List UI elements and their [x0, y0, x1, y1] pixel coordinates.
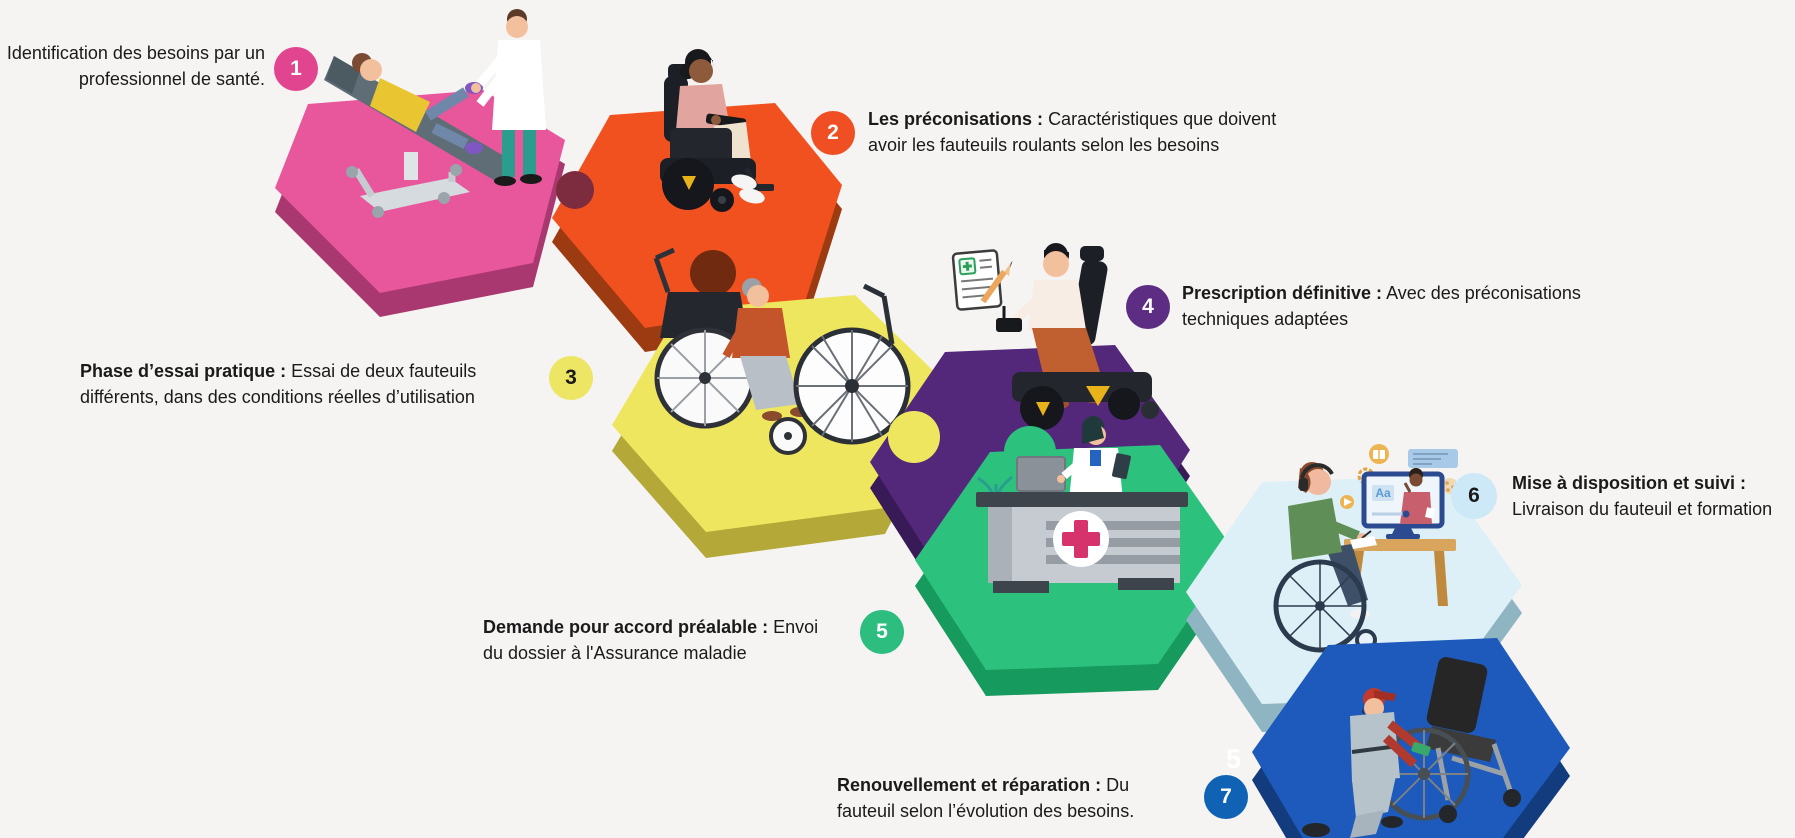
- step5-illustration-medical-desk: [976, 416, 1188, 593]
- step7-illustration-repair: [1302, 657, 1521, 838]
- step-5-label: Demande pour accord préalable : Envoi du…: [483, 614, 828, 666]
- step-3-title: Phase d’essai pratique :: [80, 361, 287, 381]
- step-5-text: Envoi du dossier à l'Assurance maladie: [483, 617, 819, 663]
- step-1-label: Identification des besoins par un profes…: [0, 40, 265, 92]
- prescription-document-icon: [951, 249, 1013, 311]
- step-3-badge: 3: [549, 356, 593, 400]
- step1-illustration-exam-table: [324, 9, 546, 218]
- step6-illustration-training: Aa: [1273, 444, 1458, 653]
- step-6-label: Mise à disposition et suivi : Livraison …: [1512, 470, 1774, 522]
- step-6-badge: 6: [1451, 473, 1497, 519]
- stray-number-artifact: 5: [1226, 744, 1242, 774]
- step-3-label: Phase d’essai pratique : Essai de deux f…: [80, 358, 520, 410]
- hexagon-2-top: [552, 103, 842, 328]
- step-2-label: Les préconisations : Caractéristiques qu…: [868, 106, 1318, 158]
- wheelchair-user-figure: [1273, 462, 1377, 653]
- step-5-title: Demande pour accord préalable :: [483, 617, 769, 637]
- puzzle-knob-1-2: [556, 171, 594, 209]
- second-wheelchair: [793, 283, 914, 445]
- step-2-title: Les préconisations :: [868, 109, 1044, 129]
- monitor-elearning: Aa: [1361, 468, 1445, 539]
- step-7-text: Du fauteuil selon l’évolution des besoin…: [837, 775, 1135, 821]
- step-5-badge: 5: [860, 610, 904, 654]
- step-6-text: Livraison du fauteuil et formation: [1512, 499, 1773, 519]
- step-1-text: Identification des besoins par un profes…: [6, 43, 265, 89]
- mechanic-figure: [1302, 688, 1431, 838]
- step-7-label: Renouvellement et réparation : Du fauteu…: [837, 772, 1152, 824]
- puzzle-piece-2: [552, 49, 842, 352]
- puzzle-piece-3: [612, 247, 948, 558]
- step-6-title: Mise à disposition et suivi :: [1512, 473, 1747, 493]
- headphones-icon: [1300, 463, 1334, 479]
- doctor-figure: [471, 9, 546, 186]
- step-4-text: Avec des préconisations techniques adapt…: [1182, 283, 1581, 329]
- step2-illustration-power-wheelchair: [660, 49, 774, 212]
- puzzle-knob-5-6: [1206, 577, 1246, 617]
- puzzle-knob-3-4: [888, 411, 940, 463]
- screen-text: Aa: [1375, 486, 1391, 500]
- step3-illustration-trial-wheelchairs: [653, 247, 914, 455]
- step-7-badge: 7: [1204, 775, 1248, 819]
- step-3-text: Essai de deux fauteuils différents, dans…: [80, 361, 477, 407]
- step-4-label: Prescription définitive : Avec des préco…: [1182, 280, 1632, 332]
- puzzle-piece-1: [275, 9, 565, 317]
- puzzle-piece-7: [1252, 638, 1570, 838]
- puzzle-knob-6-7: [1340, 647, 1390, 697]
- step4-illustration-power-wheelchair: [996, 243, 1159, 430]
- step-1-badge: 1: [274, 47, 318, 91]
- step-2-badge: 2: [811, 111, 855, 155]
- step-4-badge: 4: [1126, 285, 1170, 329]
- step-2-text: Caractéristiques que doivent avoir les f…: [868, 109, 1277, 155]
- puzzle-knob-2-3: [690, 250, 736, 296]
- puzzle-piece-5: [915, 416, 1235, 696]
- elderly-user-figure: [722, 278, 810, 455]
- step-7-title: Renouvellement et réparation :: [837, 775, 1102, 795]
- step-4-title: Prescription définitive :: [1182, 283, 1383, 303]
